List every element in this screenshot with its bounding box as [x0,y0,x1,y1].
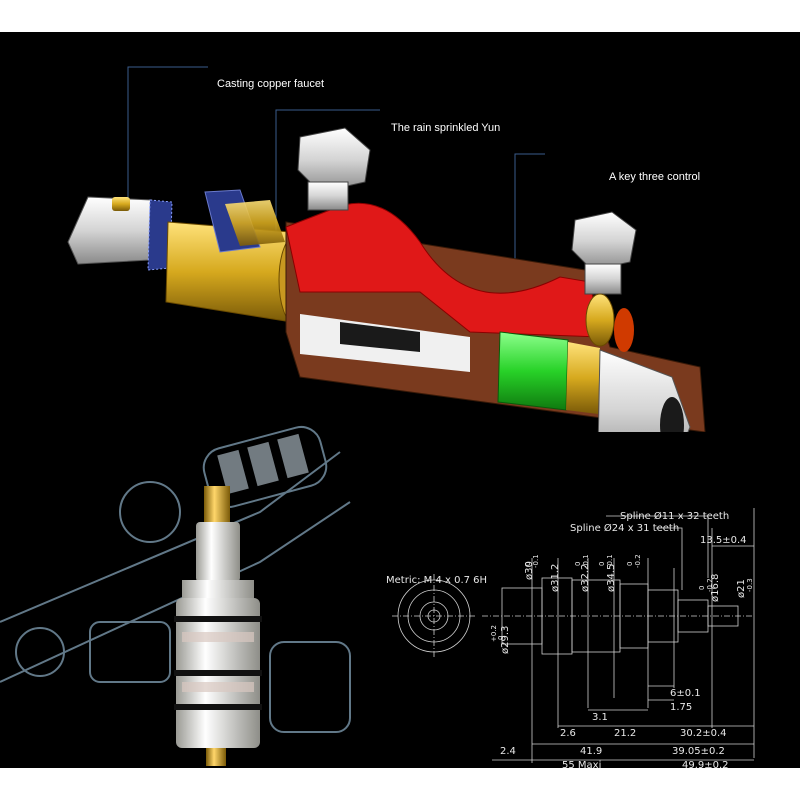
label-spline-outer: Spline Ø11 x 32 teeth [620,510,729,522]
tol-d30-lower: -0.1 [532,554,540,568]
label-metric-thread: Metric: M 4 x 0.7 6H [386,575,487,586]
dim-d21: ø21 [736,579,747,598]
thermostatic-cartridge [174,486,262,766]
dim-41-9: 41.9 [580,746,602,757]
dim-d16-8: ø16.8 [710,574,721,602]
dim-d32-2: ø32.2 [580,564,591,592]
technical-drawing: Spline Ø11 x 32 teeth Spline Ø24 x 31 te… [386,508,755,768]
brass-button [112,197,130,211]
product-diagram: Casting copper faucet The rain sprinkled… [0,32,800,768]
dim-2-4: 2.4 [500,746,516,757]
dim-2-6: 2.6 [560,728,576,739]
dim-13-5: 13.5±0.4 [700,535,747,546]
tol-d31-upper: 0 [574,562,582,566]
dim-1-75: 1.75 [670,702,692,713]
top-right-nut [571,211,637,271]
dim-3-1: 3.1 [592,712,608,723]
valve-cutaway-illustration [67,66,706,432]
tol-d31-lower: -0.1 [582,554,590,568]
dim-d30: ø30 [524,561,535,580]
dim-d34-5: ø34.5 [606,564,617,592]
callout-key-three-control: A key three control [609,171,701,183]
tol-d29-upper: +0.2 [490,625,498,642]
tol-d29-lower: 0 [497,636,505,640]
tol-d32-lower: -0.1 [606,554,614,568]
label-spline-inner: Spline Ø24 x 31 teeth [570,522,679,534]
tol-d34-upper: 0 [626,562,634,566]
callout-rain-sprinkled: The rain sprinkled Yun [391,122,501,134]
dim-21-2: 21.2 [614,728,636,739]
tol-d21-lower: -0.3 [746,578,754,592]
tol-d16-upper: 0 [698,586,706,590]
tol-d30-upper: 0 [524,562,532,566]
left-end-cap [67,196,153,265]
dim-55-maxi: 55 Maxi [562,760,601,768]
tol-d16-lower: -0.2 [706,578,714,592]
dim-30-2: 30.2±0.4 [680,728,727,739]
dim-d31-2: ø31.2 [550,564,561,592]
dim-d29-3: ø29.3 [500,626,511,654]
tol-d32-upper: 0 [598,562,606,566]
dim-39-05: 39.05±0.2 [672,746,725,757]
callout-leaders [127,66,545,290]
dim-49-9: 49.9±0.2 [682,760,729,768]
dim-6: 6±0.1 [670,688,701,699]
tol-d34-lower: -0.2 [634,554,642,568]
top-left-nut [297,127,371,193]
green-knob [497,331,569,411]
red-water-channel [285,202,601,338]
callout-casting-copper-faucet: Casting copper faucet [217,78,325,90]
